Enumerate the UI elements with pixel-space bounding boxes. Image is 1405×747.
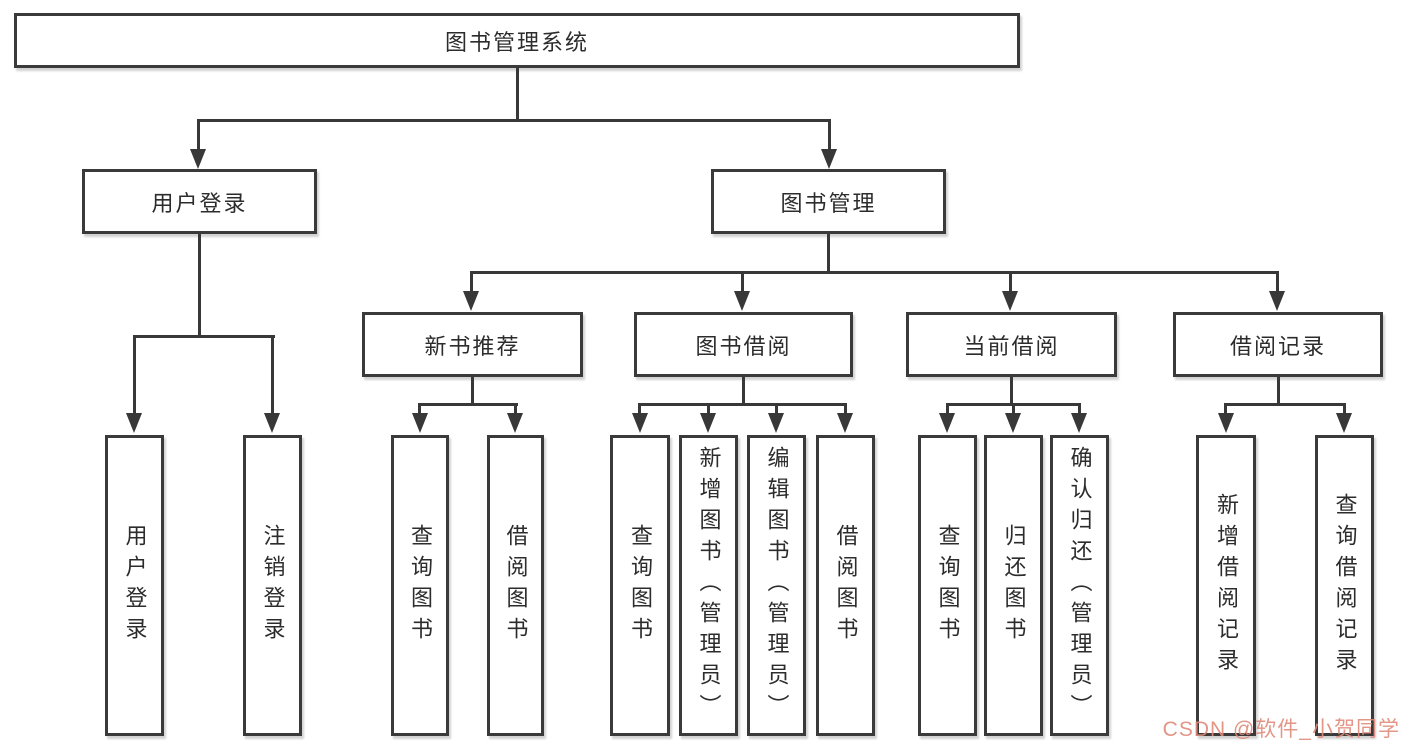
arrowhead-icon [1071,413,1087,433]
connector-line [844,403,847,417]
connector-line [271,335,274,415]
node-user-login-label: 用户登录 [151,190,248,216]
leaf-borrow-book-2-label: 借阅图书 [833,523,859,648]
arrowhead-icon [837,413,853,433]
connector-line [516,68,519,121]
connector-line [470,271,1279,274]
node-current-borrow-label: 当前借阅 [963,333,1060,359]
connector-line [1277,377,1280,405]
arrowhead-icon [1269,291,1285,311]
connector-line [1009,271,1012,293]
node-book-mgmt: 图书管理 [711,169,946,234]
leaf-query-book-3-label: 查询图书 [935,523,961,648]
connector-line [198,234,201,337]
node-book-borrow: 图书借阅 [634,312,853,377]
arrowhead-icon [507,413,523,433]
leaf-add-book-label: 新增图书（管理员） [696,446,722,725]
arrowhead-icon [1336,413,1352,433]
connector-line [638,403,641,417]
connector-line [197,119,831,122]
leaf-query-record-label: 查询借阅记录 [1332,492,1358,679]
connector-line [946,403,949,417]
node-borrow-record-label: 借阅记录 [1229,333,1326,359]
connector-line [471,377,474,405]
leaf-user-login: 用户登录 [105,435,164,736]
connector-line [1010,377,1013,405]
arrowhead-icon [632,413,648,433]
leaf-query-book-1-label: 查询图书 [408,523,433,648]
node-borrow-record: 借阅记录 [1173,312,1383,377]
node-root: 图书管理系统 [14,13,1020,68]
arrowhead-icon [463,291,479,311]
arrowhead-icon [264,413,280,433]
node-book-borrow-label: 图书借阅 [695,333,792,359]
arrowhead-icon [190,149,206,169]
leaf-borrow-book-1: 借阅图书 [487,435,544,736]
leaf-query-book-2-label: 查询图书 [628,523,653,648]
leaf-query-book-3: 查询图书 [918,435,977,736]
leaf-confirm-return: 确认归还（管理员） [1050,435,1109,736]
leaf-logout: 注销登录 [243,435,302,736]
node-new-book-rec: 新书推荐 [362,312,583,377]
connector-line [419,403,518,406]
leaf-add-record-label: 新增借阅记录 [1214,492,1239,679]
connector-line [418,403,421,417]
leaf-query-book-2: 查询图书 [610,435,670,736]
leaf-add-book: 新增图书（管理员） [679,435,738,736]
node-root-label: 图书管理系统 [444,29,589,55]
leaf-confirm-return-label: 确认归还（管理员） [1067,446,1093,725]
arrowhead-icon [821,149,837,169]
arrowhead-icon [768,413,784,433]
leaf-edit-book-label: 编辑图书（管理员） [764,446,790,725]
connector-line [133,335,136,415]
arrowhead-icon [700,413,716,433]
arrowhead-icon [1002,291,1018,311]
node-book-mgmt-label: 图书管理 [780,190,877,216]
connector-line [1343,403,1346,417]
connector-line [827,234,830,274]
connector-line [197,119,200,152]
leaf-query-record: 查询借阅记录 [1315,435,1374,736]
leaf-add-record: 新增借阅记录 [1196,435,1256,736]
arrowhead-icon [1005,413,1021,433]
arrowhead-icon [939,413,955,433]
leaf-borrow-book-1-label: 借阅图书 [503,523,529,648]
leaf-logout-label: 注销登录 [260,523,286,648]
leaf-edit-book: 编辑图书（管理员） [747,435,806,736]
leaf-user-login-label: 用户登录 [122,523,148,648]
connector-line [1225,403,1346,406]
arrowhead-icon [412,413,428,433]
connector-line [707,403,710,417]
leaf-return-book: 归还图书 [984,435,1043,736]
leaf-query-book-1: 查询图书 [391,435,449,736]
node-user-login: 用户登录 [82,169,317,234]
connector-line [828,119,831,152]
node-current-borrow: 当前借阅 [906,312,1117,377]
connector-line [775,403,778,417]
connector-line [1224,403,1227,417]
connector-line [639,403,847,406]
connector-line [1276,271,1279,293]
arrowhead-icon [734,291,750,311]
arrowhead-icon [1218,413,1234,433]
arrowhead-icon [126,413,142,433]
connector-line [1078,403,1081,417]
connector-line [514,403,517,417]
csdn-watermark: CSDN @软件_小贺同学 [1162,718,1400,741]
connector-line [1012,403,1015,417]
connector-line [741,271,744,293]
leaf-borrow-book-2: 借阅图书 [816,435,875,736]
connector-line [133,335,275,338]
leaf-return-book-label: 归还图书 [1001,523,1027,648]
node-new-book-rec-label: 新书推荐 [424,333,521,359]
connector-line [742,377,745,405]
connector-line [470,271,473,293]
